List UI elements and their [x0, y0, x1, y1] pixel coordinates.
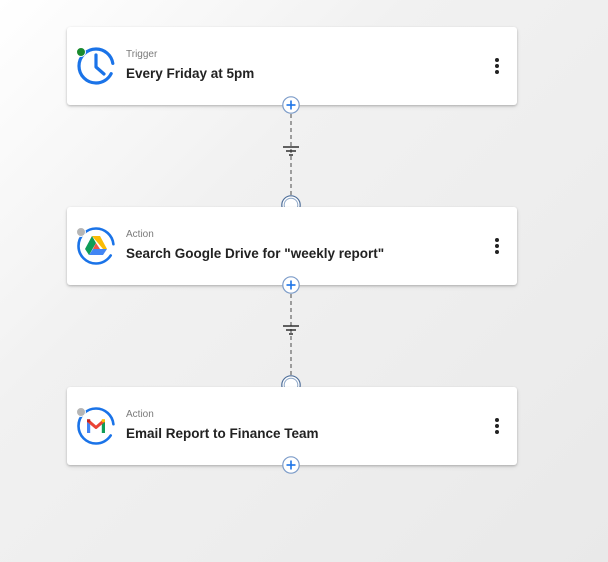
status-dot-idle: [76, 227, 86, 237]
add-step-button[interactable]: [282, 456, 300, 474]
step-card-trigger[interactable]: Trigger Every Friday at 5pm: [67, 27, 517, 105]
step-menu-button[interactable]: [489, 414, 505, 438]
kebab-dot: [495, 70, 499, 74]
step-title[interactable]: Every Friday at 5pm: [126, 66, 255, 81]
step-kind-label: Action: [126, 229, 154, 240]
plus-icon: [282, 96, 300, 114]
add-step-button[interactable]: [282, 96, 300, 114]
clock-icon: [76, 46, 116, 86]
plus-icon: [282, 456, 300, 474]
kebab-dot: [495, 430, 499, 434]
step-title[interactable]: Search Google Drive for "weekly report": [126, 246, 385, 261]
kebab-dot: [495, 250, 499, 254]
google-drive-icon: [76, 226, 116, 266]
step-card-google-drive[interactable]: Action Search Google Drive for "weekly r…: [67, 207, 517, 285]
kebab-dot: [495, 64, 499, 68]
filter-icon[interactable]: [282, 322, 300, 336]
plus-icon: [282, 276, 300, 294]
status-dot-enabled: [76, 47, 86, 57]
step-menu-button[interactable]: [489, 234, 505, 258]
kebab-dot: [495, 58, 499, 62]
gmail-icon: [76, 406, 116, 446]
step-title[interactable]: Email Report to Finance Team: [126, 426, 319, 441]
status-dot-idle: [76, 407, 86, 417]
kebab-dot: [495, 418, 499, 422]
kebab-dot: [495, 244, 499, 248]
add-step-button[interactable]: [282, 276, 300, 294]
step-kind-label: Trigger: [126, 49, 158, 60]
step-card-gmail[interactable]: Action Email Report to Finance Team: [67, 387, 517, 465]
filter-icon[interactable]: [282, 143, 300, 157]
step-kind-label: Action: [126, 409, 154, 420]
kebab-dot: [495, 424, 499, 428]
step-menu-button[interactable]: [489, 54, 505, 78]
kebab-dot: [495, 238, 499, 242]
